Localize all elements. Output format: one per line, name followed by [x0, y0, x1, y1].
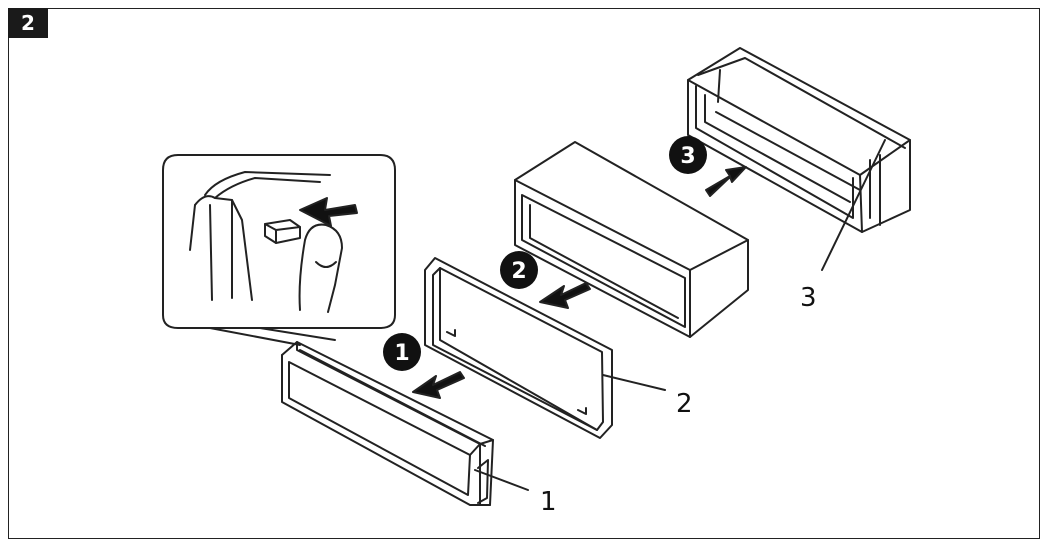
step-2-number: 2 — [511, 259, 526, 284]
step-2-badge: 2 — [500, 251, 538, 289]
part-1-unit-trim — [281, 341, 494, 506]
callout-1-leader — [474, 469, 529, 491]
inset-release-button-detail — [162, 154, 396, 346]
figure-number-badge: 2 — [8, 8, 48, 38]
callout-3-label: 3 — [800, 283, 817, 313]
push-arrow-icon — [299, 197, 358, 227]
step-3-arrow-icon — [705, 166, 747, 197]
step-2-arrow-icon — [539, 282, 591, 309]
step-3-badge: 3 — [669, 136, 707, 174]
part-2-mounting-frame — [424, 257, 613, 439]
figure-frame — [8, 8, 1040, 539]
callout-2-label: 2 — [676, 389, 693, 419]
callout-1-label: 1 — [540, 487, 557, 517]
step-1-badge: 1 — [383, 333, 421, 371]
part-3-mounting-cage — [687, 47, 911, 233]
step-1-number: 1 — [394, 341, 409, 366]
release-button-icon — [264, 219, 301, 244]
step-3-number: 3 — [680, 144, 695, 169]
step-1-arrow-icon — [412, 371, 465, 399]
finger-icon — [298, 223, 343, 313]
callout-2-leader — [602, 374, 666, 391]
callout-3-leader — [821, 139, 886, 271]
sleeve-box — [514, 141, 749, 338]
